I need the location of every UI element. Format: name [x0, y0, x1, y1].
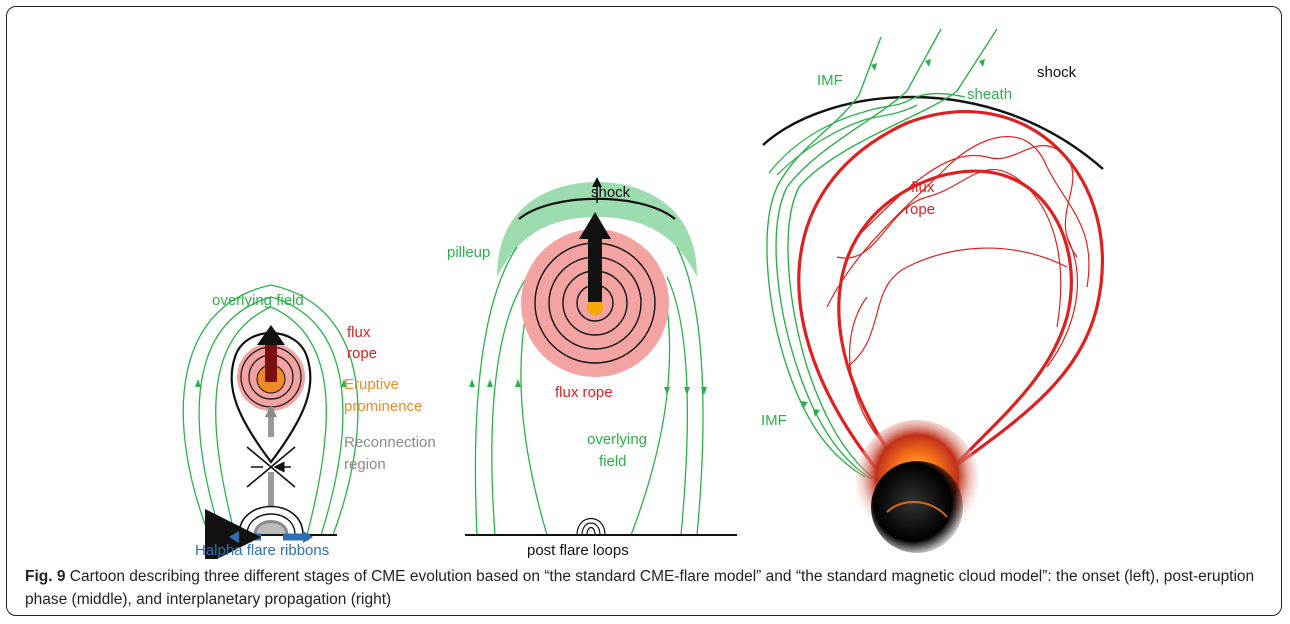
eruption-arrow [265, 342, 277, 382]
overlying-field-line [215, 306, 327, 536]
label-prominence-line1: Eruptive [344, 376, 399, 393]
label-overlying-line2: field [599, 453, 627, 470]
flux-rope-outer [797, 110, 1104, 489]
caption-number: Fig. 9 [25, 568, 66, 585]
label-post-flare-loops: post flare loops [527, 542, 629, 559]
label-flare-ribbons: Halpha flare ribbons [195, 542, 329, 559]
label-flux-line1: flux [347, 324, 371, 341]
imf-line [766, 36, 882, 478]
overlying-field-line [520, 306, 548, 536]
panel-right: IMF shock sheath flux rope IMF [761, 28, 1104, 553]
shock-front [762, 95, 1104, 170]
label-flux-line2: rope [347, 345, 377, 362]
overlying-field-line [491, 276, 528, 536]
label-shock: shock [1037, 64, 1077, 81]
panel-left: overlying field flux rope Eruptive promi… [182, 284, 436, 559]
imf-line [787, 28, 998, 482]
overlying-field-line [474, 246, 518, 536]
eruption-arrow [588, 232, 602, 302]
overlying-field-line [666, 276, 688, 536]
sun [871, 461, 963, 553]
label-prominence-line2: prominence [344, 398, 422, 415]
figure-caption: Fig. 9 Cartoon describing three differen… [25, 565, 1275, 611]
panel-middle: shock pilleup flux rope overlying field … [447, 177, 737, 559]
label-imf-top: IMF [817, 72, 843, 89]
overlying-field-line [630, 306, 671, 536]
label-flux-line2: rope [905, 201, 935, 218]
label-pileup: pilleup [447, 244, 490, 261]
label-shock: shock [591, 184, 631, 201]
label-sheath: sheath [967, 86, 1012, 103]
overlying-field-line [676, 246, 704, 536]
cme-cartoon: overlying field flux rope Eruptive promi… [182, 28, 1104, 559]
flux-rope-inner [837, 169, 1073, 487]
overlying-field-line [198, 296, 344, 536]
caption-text: Cartoon describing three different stage… [25, 568, 1255, 608]
label-reconnection-line1: Reconnection [344, 434, 436, 451]
label-flux-rope: flux rope [555, 384, 613, 401]
label-flux-line1: flux [911, 179, 935, 196]
figure-frame: overlying field flux rope Eruptive promi… [6, 6, 1282, 616]
label-overlying-line1: overlying [587, 431, 647, 448]
sheath-line [768, 92, 966, 174]
label-overlying-field: overlying field [212, 292, 304, 309]
imf-line [775, 28, 942, 480]
overlying-field-line [182, 284, 359, 536]
label-reconnection-line2: region [344, 456, 386, 473]
label-imf-bottom: IMF [761, 412, 787, 429]
